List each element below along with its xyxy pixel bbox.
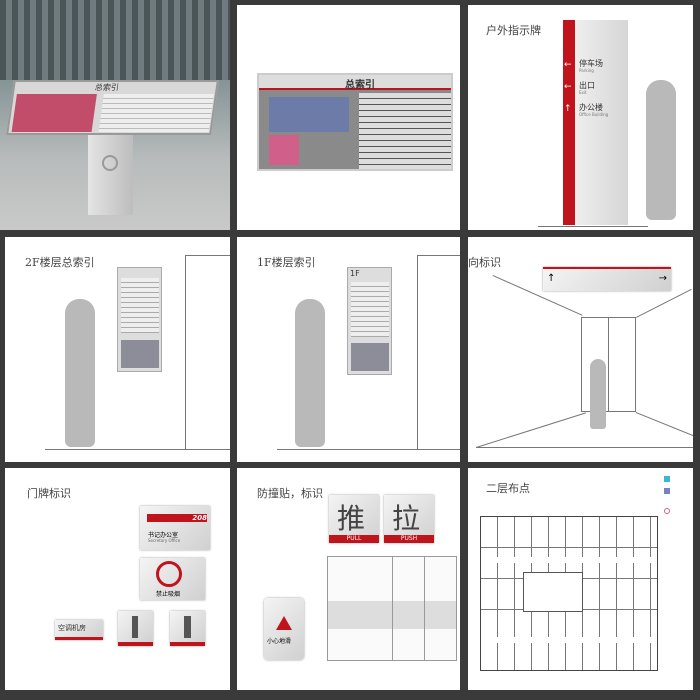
pull-sticker: 拉 PUSH bbox=[384, 495, 434, 543]
man-icon bbox=[132, 616, 138, 638]
outdoor-sign-panel: 户外指示牌 ← 停车场 Parking ← 出口 Exit ↑ 办公楼 Office… bbox=[468, 5, 693, 230]
floor-label: 1F bbox=[350, 269, 360, 278]
plate-label: 空调机房 bbox=[58, 624, 86, 632]
no-smoking-sign: 禁止吸烟 bbox=[140, 558, 205, 600]
glass-door bbox=[327, 556, 457, 661]
push-label: PULL bbox=[329, 535, 379, 543]
no-smoking-icon bbox=[156, 561, 182, 587]
outdoor-totem: ← 停车场 Parking ← 出口 Exit ↑ 办公楼 Office Build… bbox=[563, 20, 628, 225]
floor-plan bbox=[480, 516, 658, 671]
pull-char: 拉 bbox=[392, 502, 421, 535]
main-index-title: 总索引 bbox=[345, 80, 375, 91]
direction-sign: ↑ → bbox=[543, 267, 671, 291]
room-plate-small: 空调机房 bbox=[55, 620, 103, 640]
women-restroom-sign bbox=[170, 611, 205, 646]
outdoor-item-cn: 出口 bbox=[579, 81, 595, 90]
arrow-icon: ← bbox=[564, 82, 572, 92]
kiosk-sign: 总索引 bbox=[6, 80, 219, 135]
outdoor-item-en: Exit bbox=[579, 90, 587, 95]
door-title: 门牌标识 bbox=[27, 487, 71, 500]
floor1-title: 1F楼层索引 bbox=[257, 256, 316, 269]
outdoor-title: 户外指示牌 bbox=[486, 24, 541, 37]
person-silhouette bbox=[646, 80, 676, 220]
legend-icon-cyan bbox=[664, 476, 670, 482]
direction-sign-panel: 向标识 ↑ → bbox=[468, 237, 693, 462]
room-plate: 208 书记办公室 Secretary Office bbox=[140, 506, 210, 550]
arrow-up-icon: ↑ bbox=[547, 273, 556, 284]
no-smoking-label: 禁止吸烟 bbox=[156, 591, 181, 598]
person-silhouette bbox=[295, 299, 325, 447]
floorplan-title: 二层布点 bbox=[486, 482, 530, 495]
person-silhouette bbox=[65, 299, 95, 447]
legend-icon-pink bbox=[664, 508, 670, 514]
outdoor-item-cn: 停车场 bbox=[579, 59, 603, 68]
arrow-icon: ↑ bbox=[564, 104, 572, 114]
floor2-sign bbox=[117, 267, 162, 372]
main-index-sign: 总索引 bbox=[257, 73, 453, 171]
kiosk-sign-title: 总索引 bbox=[94, 83, 120, 92]
room-name-en: Secretary Office bbox=[148, 538, 181, 543]
door-sign-panel: 门牌标识 208 书记办公室 Secretary Office 禁止吸烟 空调机… bbox=[5, 468, 230, 690]
push-sticker: 推 PULL bbox=[329, 495, 379, 543]
direction-title: 向标识 bbox=[468, 256, 501, 269]
kiosk-stand bbox=[88, 135, 133, 215]
anticollision-panel: 防撞贴，标识 推 PULL 拉 PUSH 小心地滑 bbox=[237, 468, 460, 690]
floor1-sign: 1F bbox=[347, 267, 392, 375]
outdoor-item-cn: 办公楼 bbox=[579, 103, 603, 112]
kiosk-photo-panel: 总索引 bbox=[0, 0, 230, 230]
floor1-index-panel: 1F楼层索引 1F bbox=[237, 237, 460, 462]
arrow-right-icon: → bbox=[658, 273, 667, 284]
person-silhouette bbox=[590, 359, 606, 429]
room-number: 208 bbox=[147, 514, 207, 522]
woman-icon bbox=[184, 616, 191, 638]
men-restroom-sign bbox=[118, 611, 153, 646]
warning-icon bbox=[276, 616, 292, 630]
arrow-icon: ← bbox=[564, 60, 572, 70]
floorplan-panel: 二层布点 bbox=[468, 468, 693, 690]
floor2-title: 2F楼层总索引 bbox=[25, 256, 95, 269]
main-index-panel: 总索引 bbox=[237, 5, 460, 230]
pull-label: PUSH bbox=[384, 535, 434, 543]
wet-floor-label: 小心地滑 bbox=[267, 638, 292, 645]
floor2-index-panel: 2F楼层总索引 bbox=[5, 237, 230, 462]
push-char: 推 bbox=[337, 502, 366, 535]
wet-floor-sign: 小心地滑 bbox=[264, 598, 304, 660]
anticollision-title: 防撞贴，标识 bbox=[257, 487, 323, 500]
legend-icon-blue bbox=[664, 488, 670, 494]
outdoor-item-en: Office Building bbox=[579, 112, 609, 117]
room-name: 书记办公室 bbox=[148, 532, 179, 539]
outdoor-item-en: Parking bbox=[579, 68, 594, 73]
